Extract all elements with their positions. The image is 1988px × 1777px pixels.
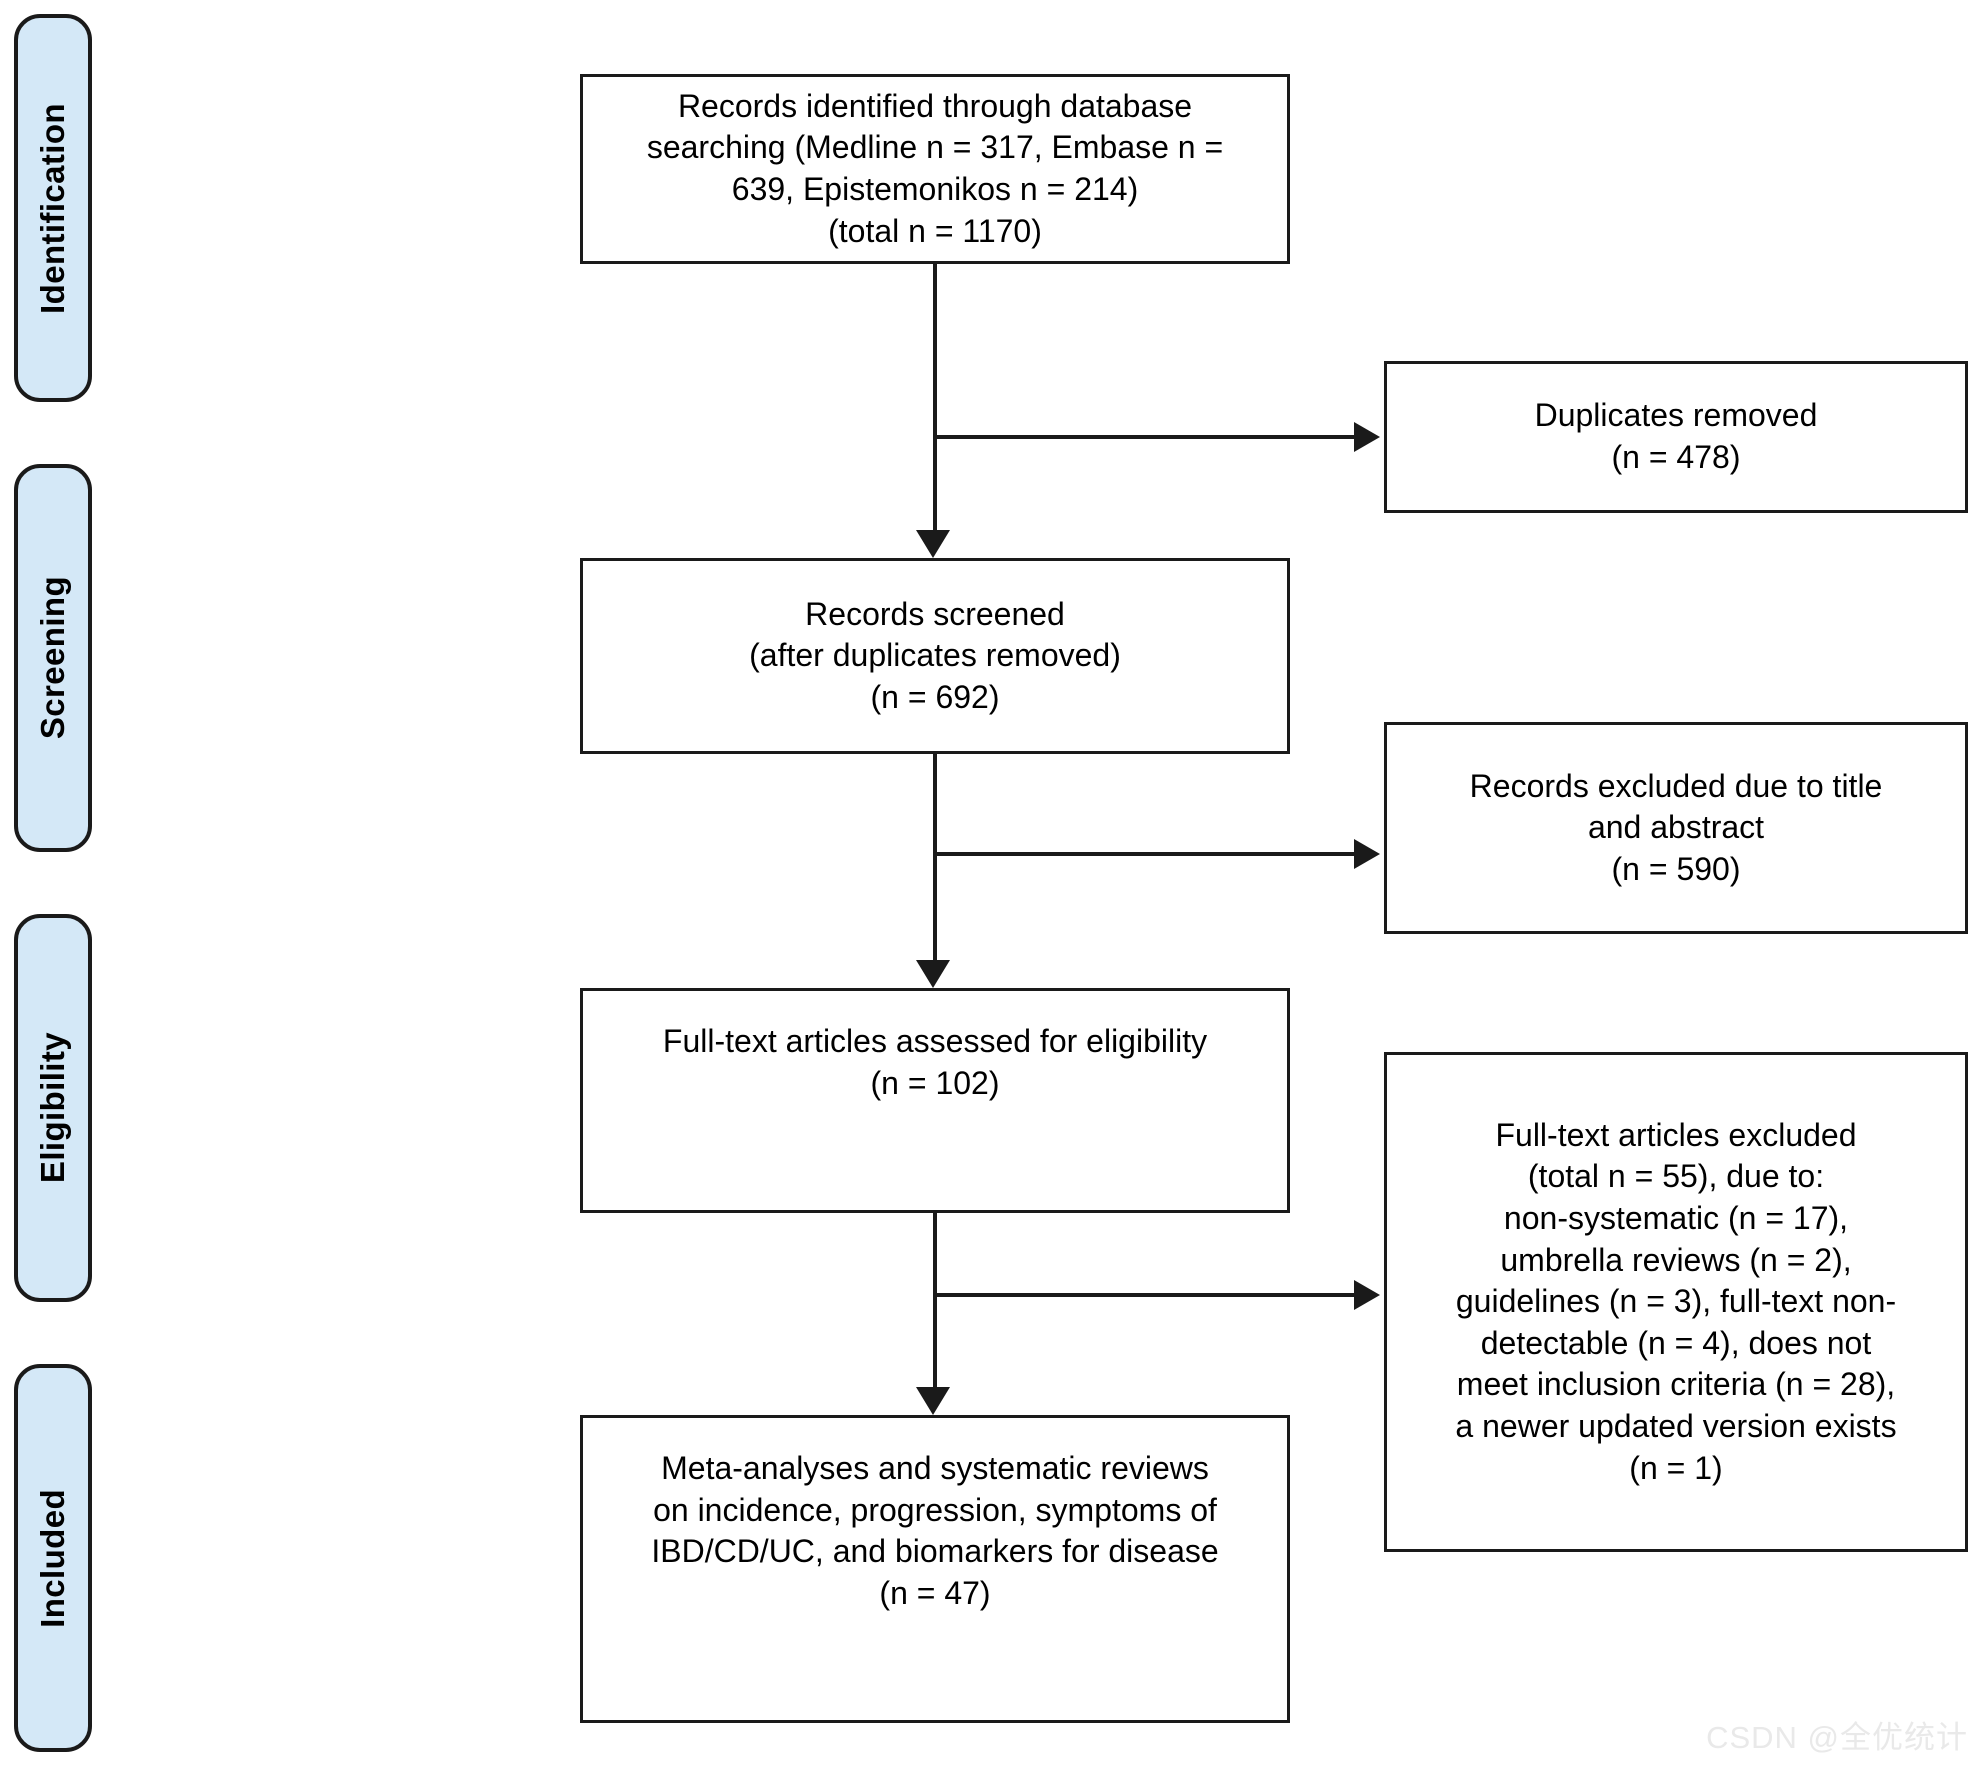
box-fulltext-assessed-text: Full-text articles assessed for eligibil… [662, 1023, 1208, 1101]
stage-tab-identification-label: Identification [34, 102, 71, 314]
box-records-excluded-text: Records excluded due to title and abstra… [1469, 767, 1883, 887]
stage-tab-included: Included [14, 1364, 92, 1752]
box-fulltext-excluded: Full-text articles excluded (total n = 5… [1384, 1052, 1968, 1552]
box-records-screened: Records screened (after duplicates remov… [580, 558, 1290, 754]
connector-to-records-excluded [933, 852, 1354, 856]
box-records-identified-text: Records identified through database sear… [646, 87, 1224, 249]
box-records-screened-text: Records screened (after duplicates remov… [749, 595, 1121, 715]
arrowhead-to-fulltext-excluded [1354, 1280, 1380, 1310]
watermark: CSDN @全优统计 [1706, 1720, 1968, 1755]
stage-tab-eligibility-label: Eligibility [34, 1032, 71, 1184]
box-included-studies: Meta-analyses and systematic reviews on … [580, 1415, 1290, 1723]
connector-to-duplicates-removed [933, 435, 1354, 439]
arrowhead-to-duplicates-removed [1354, 422, 1380, 452]
stage-tab-screening: Screening [14, 464, 92, 852]
box-duplicates-removed: Duplicates removed (n = 478) [1384, 361, 1968, 513]
box-duplicates-removed-text: Duplicates removed (n = 478) [1534, 397, 1818, 475]
box-included-studies-text: Meta-analyses and systematic reviews on … [651, 1450, 1219, 1611]
stage-tab-screening-label: Screening [34, 576, 71, 740]
box-fulltext-assessed: Full-text articles assessed for eligibil… [580, 988, 1290, 1213]
connector-fulltext-to-included [933, 1213, 937, 1387]
connector-screened-to-fulltext [933, 754, 937, 960]
arrowhead-screened-to-fulltext [916, 960, 950, 988]
box-records-identified: Records identified through database sear… [580, 74, 1290, 264]
connector-to-fulltext-excluded [933, 1293, 1354, 1297]
box-fulltext-excluded-text: Full-text articles excluded (total n = 5… [1455, 1116, 1897, 1486]
arrowhead-identified-to-screened [916, 530, 950, 558]
box-records-excluded: Records excluded due to title and abstra… [1384, 722, 1968, 934]
stage-tab-eligibility: Eligibility [14, 914, 92, 1302]
stage-tab-identification: Identification [14, 14, 92, 402]
connector-identified-to-screened [933, 264, 937, 530]
arrowhead-to-records-excluded [1354, 839, 1380, 869]
stage-tab-included-label: Included [34, 1488, 71, 1628]
arrowhead-fulltext-to-included [916, 1387, 950, 1415]
